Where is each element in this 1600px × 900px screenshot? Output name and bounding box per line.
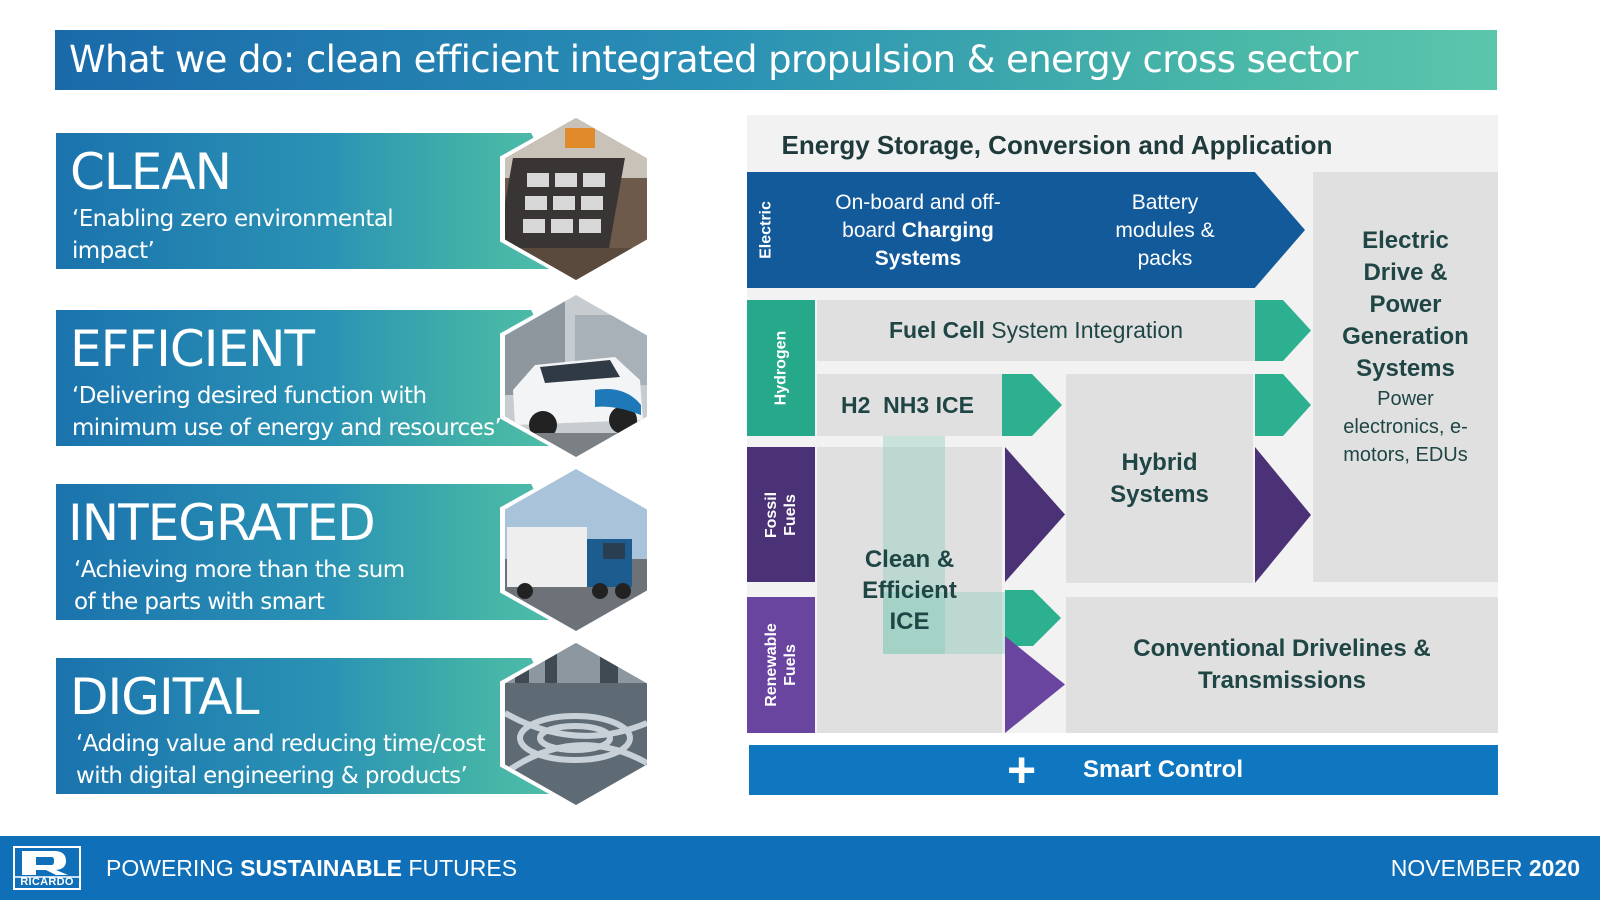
smart-control-label: Smart Control: [1083, 756, 1244, 783]
electric-drive-line: Generation: [1342, 323, 1469, 350]
hydrogen-flow-overlay: [883, 436, 945, 654]
charging-line: board Charging: [842, 217, 994, 245]
battery-line: Battery: [1131, 191, 1199, 214]
electric-drive-line: Power: [1369, 291, 1442, 318]
ice-box: [817, 447, 1002, 733]
fuel-cell-row: Fuel Cell System Integration: [817, 300, 1255, 361]
pillar-subtitle-line: ‘Achieving more than the sum: [74, 557, 405, 583]
date-year: 2020: [1528, 855, 1580, 881]
source-label: Electric: [757, 201, 775, 259]
h2-nh3-ice: H2 NH3 ICE: [817, 374, 1002, 436]
electric-drive-line: Electric: [1362, 227, 1449, 254]
pillar-title: DIGITAL: [70, 668, 259, 726]
battery-line: packs: [1137, 247, 1193, 270]
footer-tagline: POWERING SUSTAINABLE FUTURES: [106, 855, 517, 882]
pillar-subtitle-line: minimum use of energy and resources’: [72, 415, 502, 441]
logo-text: RICARDO: [20, 876, 74, 888]
pillar-title: CLEAN: [70, 143, 232, 201]
ice-line: Efficient: [862, 576, 957, 604]
pillar-subtitle-line: ‘Enabling zero environmental: [72, 206, 394, 232]
pillar-digital: DIGITAL ‘Adding value and reducing time/…: [56, 658, 596, 794]
hydrogen-flow-overlay: [883, 592, 1005, 654]
source-label: Hydrogen: [772, 330, 790, 406]
footer-date: NOVEMBER 2020: [1391, 855, 1580, 882]
pillar-subtitle-line: with digital engineering & products’: [76, 763, 468, 789]
pillar-subtitle: ‘Achieving more than the sum of the part…: [74, 554, 405, 618]
ice-line: ICE: [889, 607, 930, 635]
smart-control-bar: + Smart Control: [749, 745, 1498, 795]
footer: [0, 836, 1600, 900]
source-label-line: Fossil: [763, 491, 780, 538]
fuel-cell-plain: System Integration: [984, 317, 1183, 343]
charging-systems: On-board and off- board Charging Systems: [818, 188, 1018, 274]
pillar-title: INTEGRATED: [68, 494, 376, 552]
electric-drive-line: Systems: [1356, 355, 1455, 382]
date-month: NOVEMBER: [1390, 855, 1529, 881]
pillar-subtitle: ‘Delivering desired function with minimu…: [72, 380, 502, 444]
hybrid-line: Systems: [1110, 480, 1209, 508]
source-electric: Electric: [747, 172, 785, 288]
electric-drive-box: Electric Drive & Power Generation System…: [1313, 172, 1498, 582]
conventional-line: Transmissions: [1197, 667, 1367, 694]
diagram-header: Energy Storage, Conversion and Applicati…: [781, 130, 1333, 160]
hybrid-systems-box: Hybrid Systems: [1066, 374, 1253, 583]
hydrogen-car-image: [505, 295, 647, 457]
plus-icon: +: [1007, 742, 1037, 798]
source-label: Renewable Fuels: [762, 623, 800, 707]
pillar-subtitle-line: ‘Delivering desired function with: [72, 383, 427, 409]
charging-bold: Charging: [901, 219, 994, 242]
electric-drive-title: Electric Drive & Power Generation System…: [1342, 225, 1469, 385]
hybrid-line: Hybrid: [1121, 448, 1198, 476]
pillar-subtitle-line: of the parts with smart: [74, 589, 325, 615]
battery-line: modules &: [1115, 219, 1215, 242]
electric-band: [747, 172, 1305, 288]
charging-line-bold: Systems: [874, 247, 962, 270]
source-label: Fossil Fuels: [762, 491, 800, 537]
source-label-line: Fuels: [782, 493, 799, 536]
electric-drive-sub-line: Power: [1377, 388, 1434, 410]
tagline-bold: SUSTAINABLE: [240, 855, 403, 881]
page-title: What we do: clean efficient integrated p…: [55, 30, 1497, 90]
pillar-subtitle-line: ‘Adding value and reducing time/cost: [76, 731, 486, 757]
source-hydrogen: Hydrogen: [747, 300, 815, 436]
electric-drive-line: Drive &: [1363, 259, 1448, 286]
clean-efficient-ice: Clean & Efficient ICE: [817, 540, 1002, 640]
source-fossil-fuels: Fossil Fuels: [747, 447, 815, 582]
pillar-efficient: EFFICIENT ‘Delivering desired function w…: [56, 310, 596, 446]
pillar-subtitle: ‘Enabling zero environmental impact’: [72, 203, 394, 267]
pillar-subtitle: ‘Adding value and reducing time/cost wit…: [76, 728, 486, 792]
source-renewable-fuels: Renewable Fuels: [747, 597, 815, 733]
electric-drive-sub-line: motors, EDUs: [1343, 444, 1468, 466]
charging-line: On-board and off-: [835, 191, 1001, 214]
electric-drive-subtitle: Power electronics, e- motors, EDUs: [1343, 385, 1468, 469]
pillar-title: EFFICIENT: [70, 320, 315, 378]
source-label-line: Renewable: [763, 623, 780, 707]
tagline-part: FUTURES: [402, 855, 518, 881]
pillar-subtitle-line: impact’: [72, 238, 155, 264]
ice-line: Clean &: [864, 545, 955, 573]
tagline-part: POWERING: [106, 855, 241, 881]
charging-text: board: [842, 219, 902, 242]
ricardo-logo: RICARDO: [12, 845, 82, 891]
conventional-drivelines-box: Conventional Drivelines & Transmissions: [1066, 597, 1498, 733]
conventional-line: Conventional Drivelines &: [1133, 635, 1431, 662]
fuel-cell-bold: Fuel Cell: [888, 317, 985, 343]
electric-drive-sub-line: electronics, e-: [1343, 416, 1468, 438]
battery-modules: Battery modules & packs: [1090, 188, 1240, 274]
source-label-line: Fuels: [782, 644, 799, 686]
